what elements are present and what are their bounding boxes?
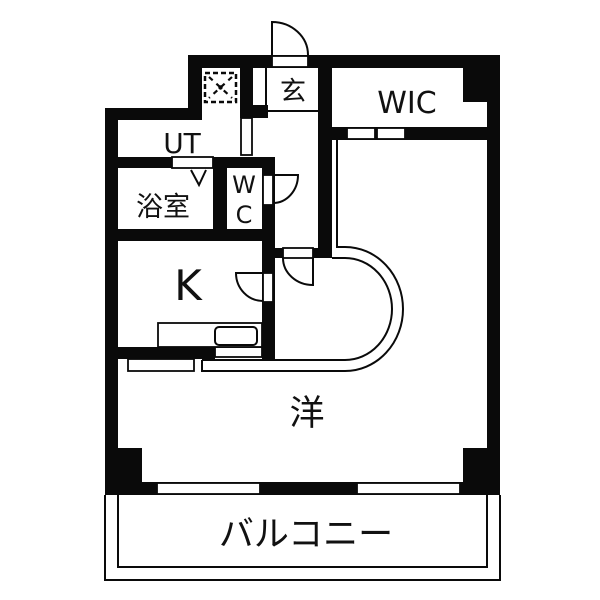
right-outer-wall: [487, 55, 500, 495]
wic-pipe-space: [463, 68, 487, 102]
label-genkan: 玄: [280, 77, 306, 107]
door-swing-icon: [272, 174, 300, 204]
bath-top-wall-left: [105, 157, 172, 168]
wc-top-wall: [213, 157, 275, 168]
washing-machine-pan-icon: [203, 71, 238, 104]
room-sliding-door-left: [127, 358, 195, 372]
door-swings: [190, 20, 314, 302]
kitchen-bottom-wall: [105, 347, 215, 359]
partitions: [201, 68, 404, 372]
door-swing-icon: [271, 20, 309, 56]
label-wc-c: C: [236, 201, 253, 229]
entrance-door-threshold: [271, 55, 309, 68]
column-bottom-left: [105, 448, 142, 495]
label-wc-w: W: [232, 171, 256, 199]
bath-wc-bottom-wall: [105, 229, 275, 241]
folding-door-indicator-icon: [190, 169, 207, 188]
curved-wall-inner: [202, 257, 393, 361]
genkan-corner-block: [248, 105, 268, 118]
label-bathroom: 浴室: [136, 192, 190, 223]
door-swing-icon: [234, 272, 264, 302]
label-western-room: 洋: [289, 394, 324, 434]
hall-door-threshold: [282, 247, 314, 259]
label-balcony: バルコニー: [219, 515, 393, 555]
utility-top-wall: [105, 108, 202, 120]
label-kitchen: K: [174, 261, 203, 310]
wc-kitchen-right-wall: [262, 157, 275, 359]
door-swing-icon: [282, 257, 314, 287]
label-wic: WIC: [377, 86, 436, 121]
wic-sliding-door-right: [376, 127, 406, 140]
genkan-step-line: [265, 68, 318, 112]
utility-sliding-panel: [240, 117, 253, 156]
kitchen-door-threshold: [262, 272, 274, 303]
wic-sliding-door-left: [346, 127, 376, 140]
room-labels: 玄 WIC UT 浴室 W C K 洋 バルコニー: [136, 77, 437, 555]
column-bottom-right: [463, 448, 500, 495]
balcony-inner-rail: [117, 495, 488, 568]
wc-door-threshold: [262, 174, 274, 206]
hall-right-wall: [318, 55, 332, 258]
balcony-outer-rail: [104, 495, 501, 581]
openings: [127, 55, 461, 495]
top-wall: [188, 55, 500, 68]
balcony: [104, 495, 501, 581]
window-icon: [356, 482, 461, 495]
window-icon: [156, 482, 261, 495]
fixtures: [157, 71, 263, 348]
bath-wc-partition: [213, 157, 227, 241]
label-utility: UT: [163, 127, 201, 160]
bath-folding-door: [171, 156, 214, 169]
utility-bump-left-wall: [188, 55, 202, 120]
sink-icon: [214, 326, 258, 346]
curved-wall-outer: [201, 140, 404, 372]
left-outer-wall: [105, 108, 118, 495]
kitchen-bottom-opening: [214, 346, 263, 358]
